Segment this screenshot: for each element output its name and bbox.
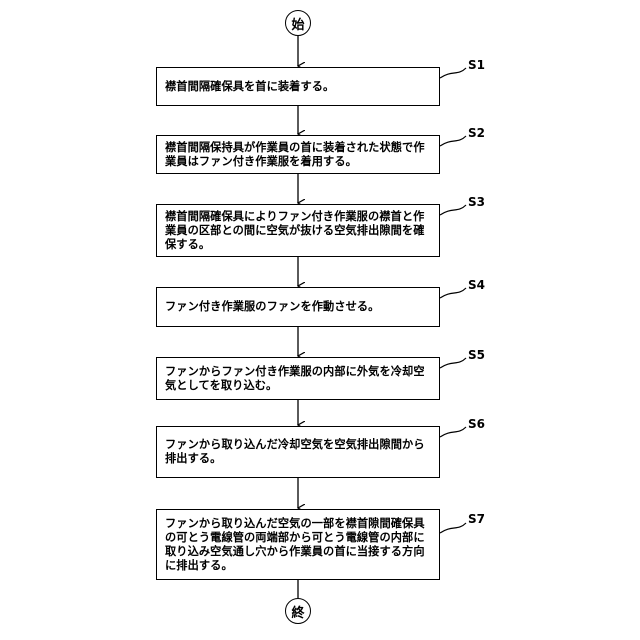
step-label-s2: S2: [468, 126, 485, 140]
step-box-s4: ファン付き作業服のファンを作動させる。: [156, 287, 440, 327]
step-box-s7: ファンから取り込んだ空気の一部を襟首隙間確保具の可とう電線管の両端部から可とう電…: [156, 509, 440, 580]
leader-s2: [440, 136, 466, 146]
step-text-s2: 襟首間隔保持具が作業員の首に装着された状態で作業員はファン付き作業服を着用する。: [165, 141, 431, 169]
step-text-s3: 襟首間隔確保具によりファン付き作業服の襟首と作業員の区部との間に空気が抜ける空気…: [165, 210, 431, 252]
step-box-s5: ファンからファン付き作業服の内部に外気を冷却空気としてを取り込む。: [156, 357, 440, 400]
end-label: 終: [291, 602, 304, 621]
leader-s1: [440, 68, 466, 78]
step-label-s6: S6: [468, 417, 485, 431]
start-terminal: 始: [285, 10, 311, 36]
leader-s6: [440, 427, 466, 437]
step-label-s7: S7: [468, 512, 485, 526]
step-box-s2: 襟首間隔保持具が作業員の首に装着された状態で作業員はファン付き作業服を着用する。: [156, 135, 440, 174]
leader-s7: [440, 523, 466, 533]
step-text-s1: 襟首間隔確保具を首に装着する。: [165, 80, 334, 94]
leader-s3: [440, 205, 466, 215]
step-text-s4: ファン付き作業服のファンを作動させる。: [165, 300, 379, 314]
leader-s5: [440, 358, 466, 368]
step-text-s7: ファンから取り込んだ空気の一部を襟首隙間確保具の可とう電線管の両端部から可とう電…: [165, 517, 431, 573]
leader-s4: [440, 288, 466, 298]
step-box-s6: ファンから取り込んだ冷却空気を空気排出隙間から排出する。: [156, 426, 440, 478]
step-label-s4: S4: [468, 278, 485, 292]
step-text-s6: ファンから取り込んだ冷却空気を空気排出隙間から排出する。: [165, 438, 431, 466]
step-box-s3: 襟首間隔確保具によりファン付き作業服の襟首と作業員の区部との間に空気が抜ける空気…: [156, 204, 440, 257]
step-label-s1: S1: [468, 58, 485, 72]
end-terminal: 終: [285, 598, 311, 624]
step-label-s3: S3: [468, 195, 485, 209]
step-label-s5: S5: [468, 348, 485, 362]
step-box-s1: 襟首間隔確保具を首に装着する。: [156, 67, 440, 106]
start-label: 始: [291, 14, 304, 33]
step-text-s5: ファンからファン付き作業服の内部に外気を冷却空気としてを取り込む。: [165, 365, 431, 393]
